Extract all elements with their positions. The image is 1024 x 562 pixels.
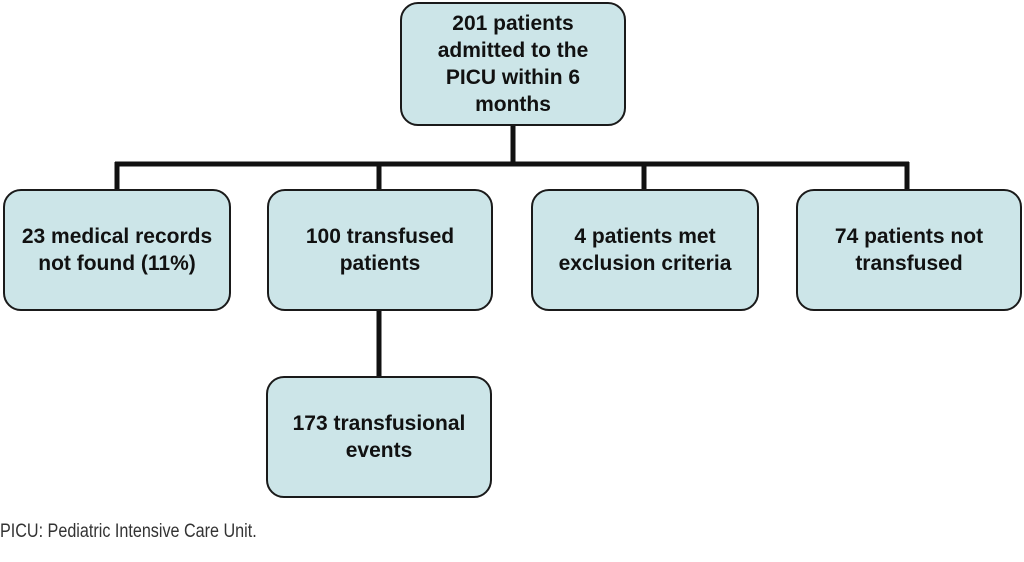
- node-not-transfused: 74 patients not transfused: [796, 189, 1022, 311]
- node-exclusion-criteria-label: 4 patients met exclusion criteria: [558, 225, 732, 275]
- footnote: PICU: Pediatric Intensive Care Unit.: [0, 521, 257, 542]
- root-node-label: 201 patients admitted to the PICU within…: [437, 12, 589, 116]
- node-not-transfused-label: 74 patients not transfused: [834, 225, 984, 275]
- node-records-not-found-label: 23 medical records not found (11%): [21, 225, 213, 275]
- node-exclusion-criteria: 4 patients met exclusion criteria: [531, 189, 759, 311]
- root-node: 201 patients admitted to the PICU within…: [400, 2, 626, 126]
- node-records-not-found: 23 medical records not found (11%): [3, 189, 231, 311]
- node-transfused-patients-label: 100 transfused patients: [305, 225, 455, 275]
- node-transfused-patients: 100 transfused patients: [267, 189, 493, 311]
- node-transfusional-events: 173 transfusional events: [266, 376, 492, 498]
- node-transfusional-events-label: 173 transfusional events: [292, 412, 466, 462]
